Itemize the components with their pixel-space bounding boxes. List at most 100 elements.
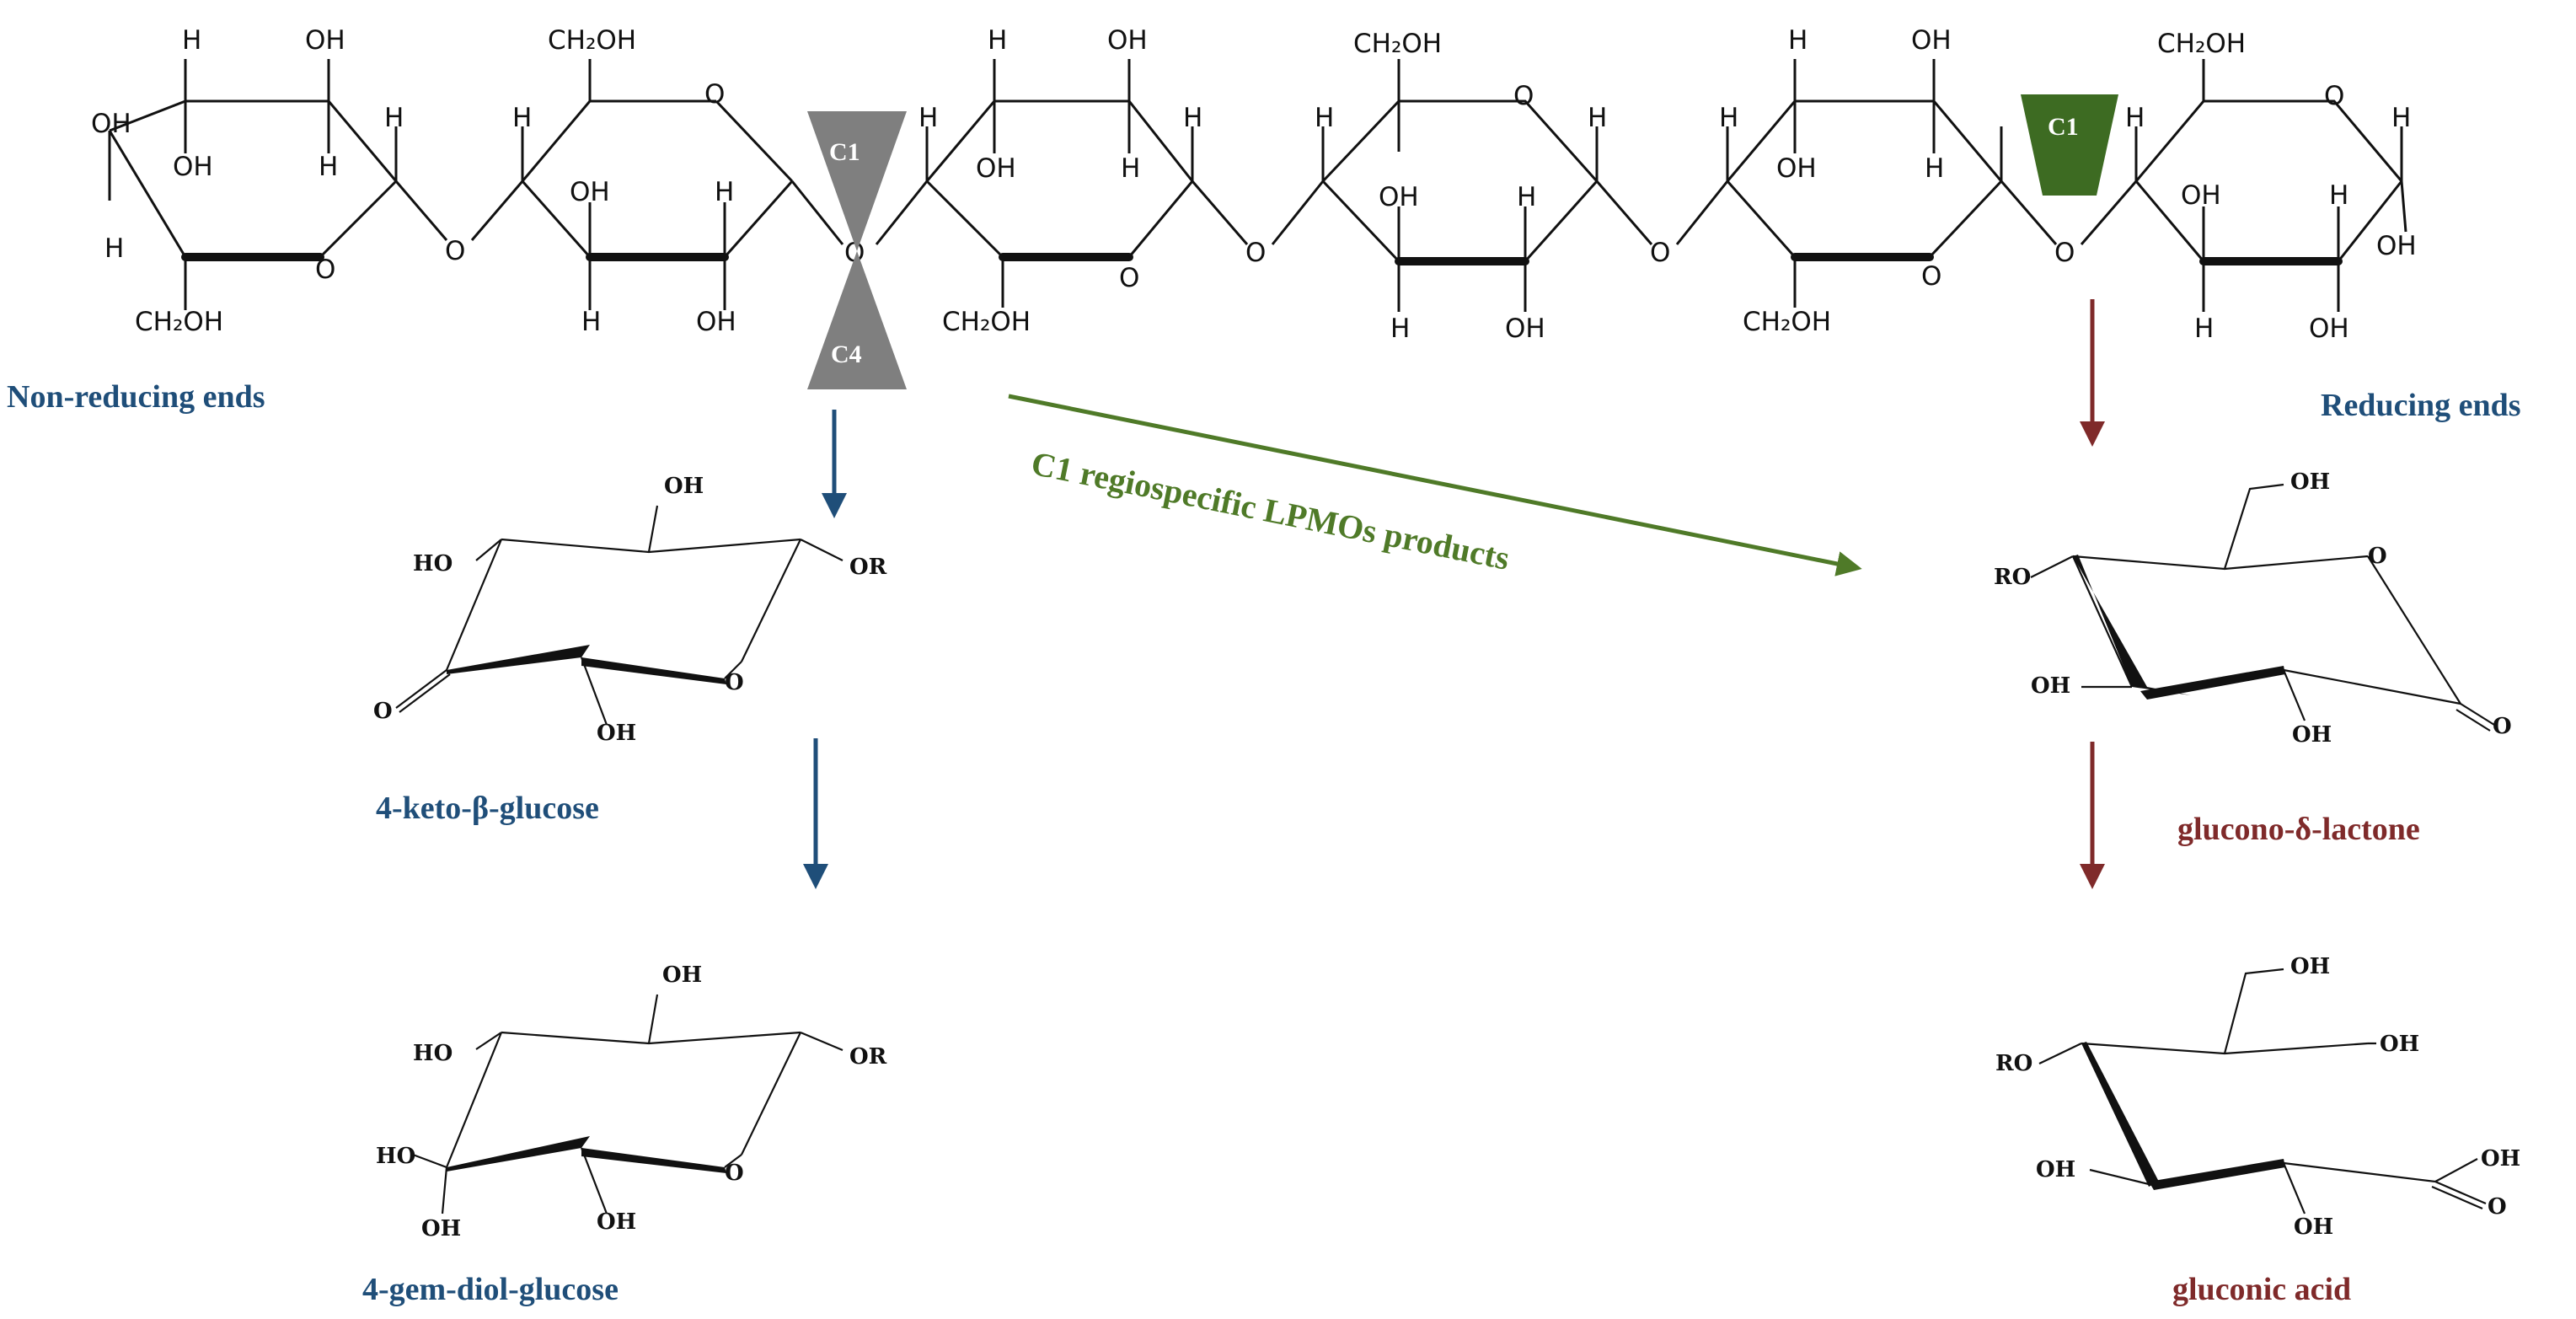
atom-ho: HO [413, 551, 453, 576]
gluconic-acid-structure: OH OH RO OH OH O OH [1995, 954, 2520, 1240]
atom-h: H [2194, 314, 2214, 344]
atom-o: O [2493, 714, 2512, 739]
atom-ho: HO [376, 1144, 415, 1169]
atom-oh: OH [662, 962, 702, 988]
c1-marker-triangle [807, 111, 907, 251]
atom-oh: OH [664, 474, 704, 499]
glucose-ring-5: H OH H OH H O CH₂OH [1719, 25, 2003, 337]
glucose-ring-4: CH₂OH O H H OH H H OH [1315, 29, 1607, 344]
c1-green-trapezoid [2021, 94, 2118, 196]
atom-ro: RO [1995, 1051, 2032, 1076]
c1-green-marker: C1 [2021, 94, 2118, 196]
atom-h: H [1315, 103, 1334, 133]
atom-ch2oh: CH₂OH [942, 307, 1031, 337]
reducing-ends-label: Reducing ends [2321, 388, 2521, 423]
gluconolactone-label: glucono-δ-lactone [2177, 812, 2420, 847]
gem-diol-glucose-structure: OH HO OR O HO OH OH [376, 962, 887, 1241]
glucose-ring-3: H OH H H OH H O CH₂OH [918, 25, 1202, 337]
atom-oh: OH [2031, 673, 2070, 699]
gem-diol-glucose-label: 4-gem-diol-glucose [362, 1272, 619, 1307]
atom-h: H [918, 103, 938, 133]
atom-oh: OH [696, 307, 736, 337]
atom-h: H [1183, 103, 1202, 133]
atom-oh: OH [597, 721, 636, 746]
atom-h: H [384, 103, 404, 133]
atom-oh: OH [2309, 314, 2349, 344]
atom-o: O [1513, 81, 1534, 111]
atom-o: O [725, 1161, 744, 1186]
atom-or: OR [849, 555, 887, 580]
atom-h: H [1719, 103, 1738, 133]
arrow-c1-products [1008, 394, 1862, 576]
atom-oh: OH [1505, 314, 1545, 344]
atom-h: H [1121, 153, 1140, 184]
atom-h: H [581, 307, 601, 337]
gluconolactone-structure: OH RO O OH OH O [1994, 469, 2512, 748]
atom-oh: OH [2036, 1157, 2075, 1182]
atom-h: H [1925, 153, 1944, 184]
atom-or: OR [849, 1044, 887, 1070]
atom-o: O [315, 255, 335, 285]
atom-o: O [704, 79, 725, 110]
atom-oh: OH [1379, 182, 1419, 212]
atom-oh: OH [2292, 722, 2332, 748]
atom-h: H [2391, 103, 2411, 133]
atom-oh: OH [570, 177, 610, 207]
atom-h: H [2125, 103, 2145, 133]
atom-h: H [1588, 103, 1607, 133]
atom-oh: OH [1776, 153, 1817, 184]
c1-marker-label: C1 [829, 138, 860, 166]
atom-oh: OH [2290, 954, 2330, 979]
atom-ho: HO [413, 1041, 453, 1066]
atom-h: H [715, 177, 734, 207]
atom-o: O [2054, 238, 2075, 268]
atom-o: O [1650, 238, 1670, 268]
atom-oh: OH [1107, 25, 1148, 56]
non-reducing-ends-label: Non-reducing ends [7, 379, 265, 415]
atom-oh: OH [173, 152, 213, 182]
atom-oh: OH [2376, 231, 2417, 261]
atom-oh: OH [976, 153, 1016, 184]
atom-o: O [373, 699, 393, 724]
atom-ch2oh: CH₂OH [548, 25, 636, 56]
atom-o: O [725, 670, 744, 695]
atom-o: O [2368, 544, 2387, 569]
atom-h: H [104, 233, 124, 264]
glucose-ring-1: OH H OH OH H H O H CH₂OH [91, 25, 404, 337]
atom-ch2oh: CH₂OH [135, 307, 223, 337]
atom-h: H [988, 25, 1007, 56]
cellulose-chain: OH H OH OH H H O H CH₂OH O CH₂OH O H OH … [91, 25, 2417, 344]
glucose-ring-6: CH₂OH O H H OH H OH H OH [2125, 29, 2417, 344]
atom-o: O [2488, 1194, 2507, 1220]
atom-h: H [2329, 180, 2348, 211]
atom-h: H [319, 152, 338, 182]
atom-oh: OH [305, 25, 345, 56]
atom-o: O [1921, 261, 1941, 292]
atom-ch2oh: CH₂OH [2157, 29, 2246, 59]
keto-glucose-structure: OH HO OR O O OH [373, 474, 887, 746]
atom-h: H [1390, 314, 1410, 344]
c4-marker-label: C4 [831, 340, 862, 368]
atom-o: O [445, 236, 465, 266]
gluconic-acid-label: gluconic acid [2172, 1272, 2351, 1307]
atom-oh: OH [2380, 1032, 2419, 1057]
atom-o: O [2324, 81, 2344, 111]
keto-glucose-label: 4-keto-β-glucose [376, 791, 599, 826]
atom-h: H [1517, 182, 1536, 212]
atom-oh: OH [2290, 469, 2330, 495]
atom-o: O [1245, 238, 1266, 268]
atom-oh: OH [2294, 1214, 2333, 1240]
atom-o: O [1119, 263, 1139, 293]
atom-oh: OH [421, 1216, 461, 1241]
atom-oh: OH [1911, 25, 1952, 56]
glucose-ring-2: CH₂OH O H OH H H OH [512, 25, 794, 337]
atom-h: H [182, 25, 201, 56]
atom-ch2oh: CH₂OH [1353, 29, 1442, 59]
c1-green-label: C1 [2048, 113, 2079, 141]
atom-oh: OH [2481, 1146, 2520, 1172]
atom-ch2oh: CH₂OH [1743, 307, 1831, 337]
c1-c4-cleavage-marker: C1 C4 [807, 111, 907, 389]
atom-oh: OH [91, 109, 131, 139]
